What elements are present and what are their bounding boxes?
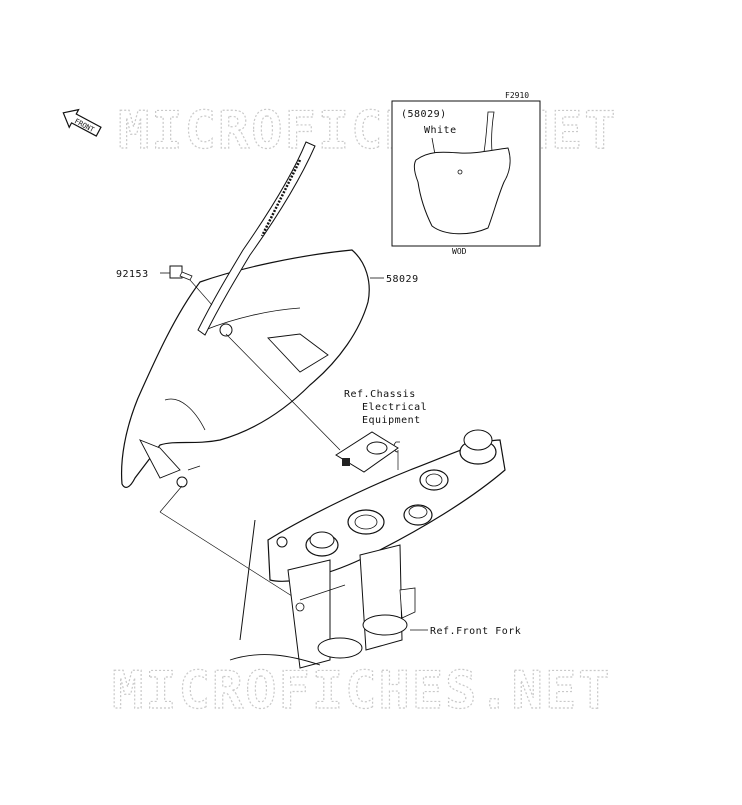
front-fork bbox=[229, 519, 428, 669]
front-arrow-icon: FRONT bbox=[62, 108, 102, 137]
figure-code: F2910 bbox=[505, 91, 529, 100]
number-plate bbox=[121, 249, 370, 488]
bolt-92153: 92153 bbox=[116, 265, 213, 306]
label-chassis-3: Equipment bbox=[362, 415, 421, 426]
watermark-top: MICROFICHES.NET bbox=[118, 101, 618, 161]
inset-box: F2910 (58029) White WOD bbox=[391, 91, 541, 256]
triple-clamp bbox=[267, 429, 506, 582]
label-bolt: 92153 bbox=[116, 269, 149, 280]
light-switch bbox=[335, 431, 399, 473]
watermark-bottom: MICROFICHES.NET bbox=[112, 661, 612, 721]
label-front-fork: Ref.Front Fork bbox=[430, 626, 521, 637]
inset-color-label: White bbox=[424, 125, 457, 136]
label-plate: 58029 bbox=[386, 274, 419, 285]
inset-part-ref: (58029) bbox=[401, 109, 447, 120]
label-chassis-1: Ref.Chassis bbox=[344, 389, 416, 400]
mounting-strap bbox=[197, 141, 316, 336]
inset-variant-label: WOD bbox=[452, 247, 467, 256]
label-chassis-2: Electrical bbox=[362, 402, 427, 413]
